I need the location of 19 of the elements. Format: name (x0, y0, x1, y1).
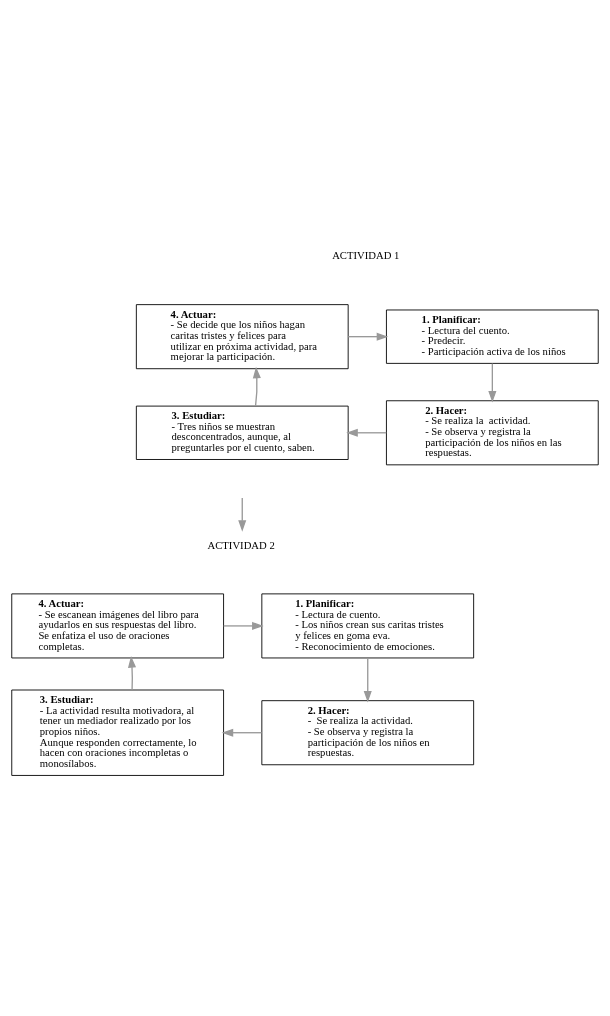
arrow (347, 332, 389, 341)
node-box: 3. Estudiar: - Tres niños se muestran desconcentrados, aunque, al preguntarles por el cuento, saben. (135, 405, 349, 460)
node-text: ACTIVIDAD 2 (207, 538, 275, 551)
arrow (363, 657, 372, 703)
arrow (221, 728, 263, 737)
node-box: 2. Hacer: - Se realiza la actividad. - Se observa y registra la participación de los niños en las respuestas. (386, 400, 599, 466)
arrow (488, 362, 497, 403)
node-box: 4. Actuar: - Se decide que los niños hagan caritas tristes y felices para utilizar en próxima actividad, para mejorar la participación. (135, 304, 349, 370)
arrow (238, 497, 247, 532)
arrow (128, 656, 137, 691)
node-box: 1. Planificar: - Lectura del cuento. - Predecir. - Participación activa de los niños (386, 309, 599, 364)
node-box: 2. Hacer: - Se realiza la actividad. - Se observa y registra la participación de los niños en respuestas. (261, 700, 475, 766)
node-box: 4. Actuar: - Se escanean imágenes del libro para ayudarlos en sus respuestas del libro. Se enfatiza el uso de oraciones completas. (11, 593, 224, 659)
arrow (223, 621, 264, 630)
node-box: 1. Planificar: - Lectura de cuento. - Los niños crean sus caritas tristes y felices en goma eva. - Reconocimiento de emociones. (261, 593, 475, 659)
node-text: ACTIVIDAD 1 (332, 249, 400, 262)
node-box: 3. Estudiar: - La actividad resulta motivadora, al tener un mediador realizado por los propios niños. Aunque responden correctamente, lo hacen con oraciones incompletas o monosílabos. (11, 689, 224, 776)
arrow (252, 366, 261, 407)
arrow (346, 428, 387, 437)
